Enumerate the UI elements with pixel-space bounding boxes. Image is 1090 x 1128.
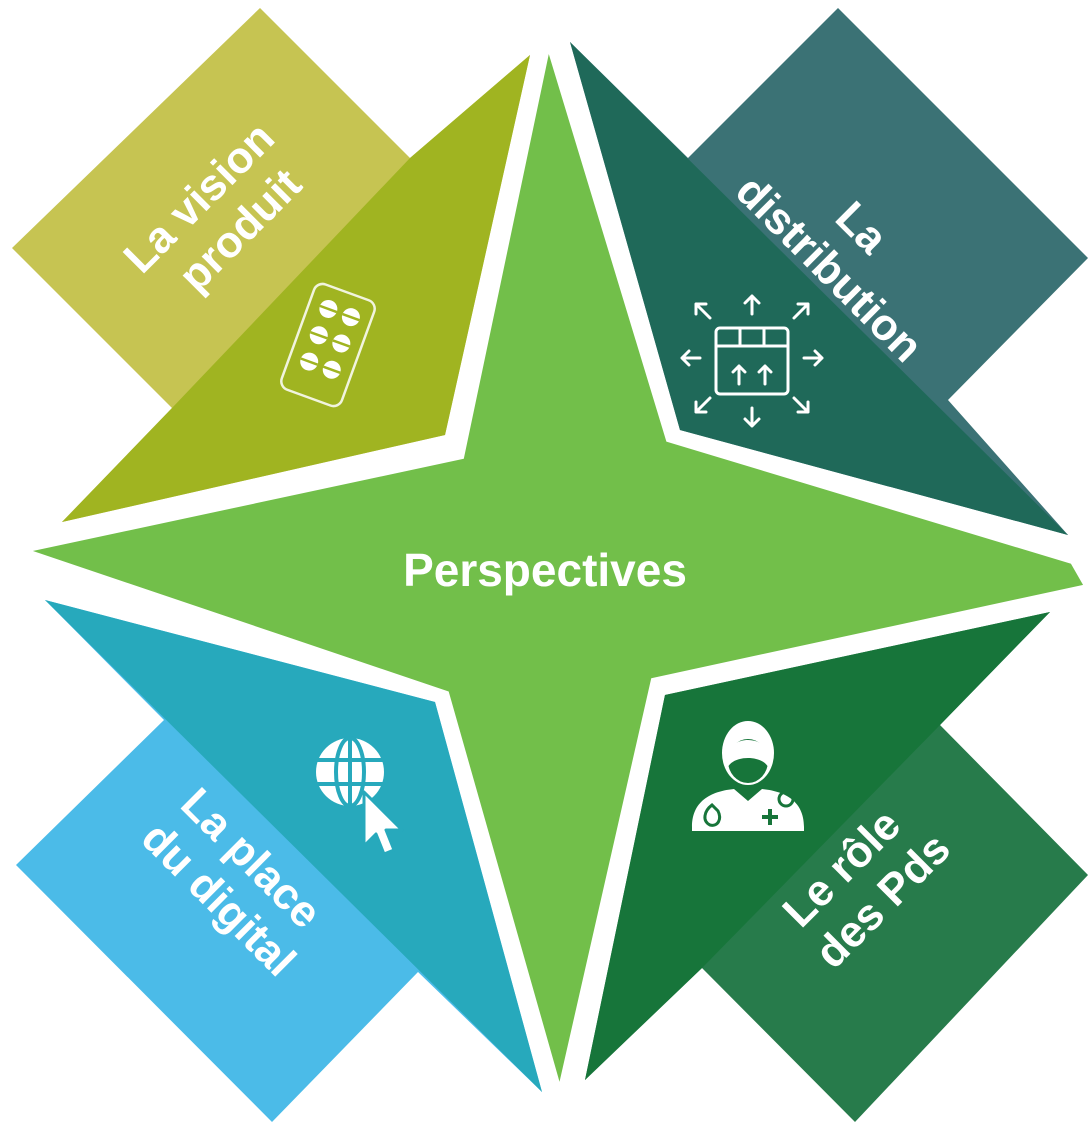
globe-cursor-icon	[316, 736, 404, 856]
quadrant-place-digital-inner	[45, 600, 542, 1092]
quadrant-role-pds	[585, 612, 1088, 1122]
pill-blister-icon	[280, 282, 376, 408]
quadrant-vision-produit	[12, 8, 530, 522]
quadrant-place-digital	[16, 600, 542, 1122]
quadrant-role-pds-inner	[585, 612, 1050, 1080]
center-star	[0, 34, 1090, 1102]
package-distribution-icon	[680, 294, 824, 428]
center-label: Perspectives	[403, 544, 687, 596]
doctor-icon	[692, 721, 804, 831]
quadrant-vision-produit-inner	[62, 55, 530, 522]
